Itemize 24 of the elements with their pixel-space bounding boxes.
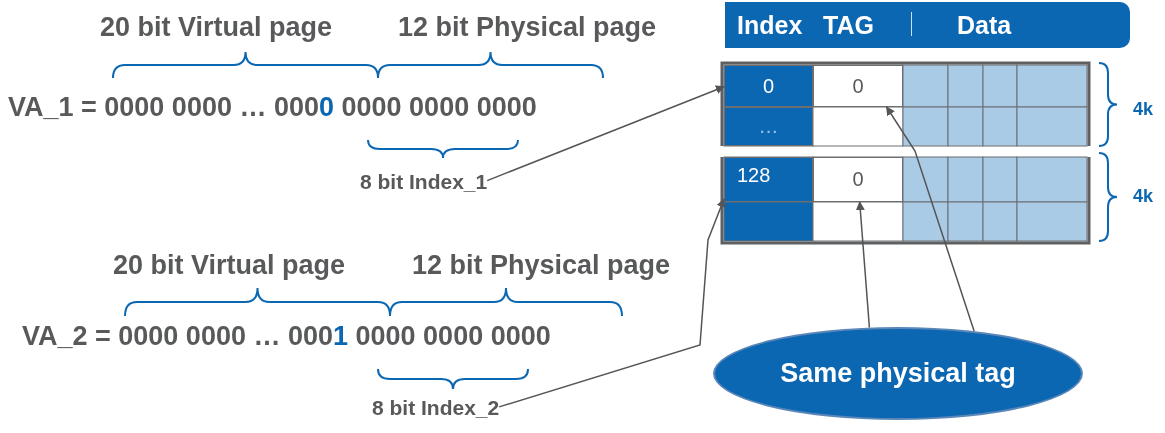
index-cell: 0 xyxy=(724,65,813,107)
header-bar xyxy=(725,2,1130,48)
arrow xyxy=(885,106,975,332)
field-caption: 20 bit Virtual page xyxy=(113,250,346,281)
column-heading: Index xyxy=(737,11,803,40)
arrow xyxy=(486,85,725,182)
field-caption: 20 bit Virtual page xyxy=(100,12,333,43)
field-caption: 12 bit Physical page xyxy=(412,250,671,281)
arrow xyxy=(855,201,871,329)
address-text: VA_1 = 0000 0000 … 0000 0000 0000 0000 xyxy=(8,92,537,123)
callout-ellipse: Same physical tag xyxy=(713,327,1083,420)
column-heading: TAG xyxy=(823,11,874,40)
size-label: 4k xyxy=(1133,99,1154,120)
field-caption: 8 bit Index_2 xyxy=(372,396,500,420)
column-heading: Data xyxy=(957,11,1012,40)
address-text: VA_2 = 0000 0000 … 0001 0000 0000 0000 xyxy=(22,321,551,352)
index-cell: … xyxy=(724,107,813,146)
size-label: 4k xyxy=(1133,186,1154,207)
index-cell: 128 xyxy=(724,157,813,202)
arrow xyxy=(498,198,726,408)
tag-cell: 0 xyxy=(813,157,903,202)
tag-cell: 0 xyxy=(813,65,903,107)
field-caption: 8 bit Index_1 xyxy=(360,170,488,194)
field-caption: 12 bit Physical page xyxy=(398,12,657,43)
